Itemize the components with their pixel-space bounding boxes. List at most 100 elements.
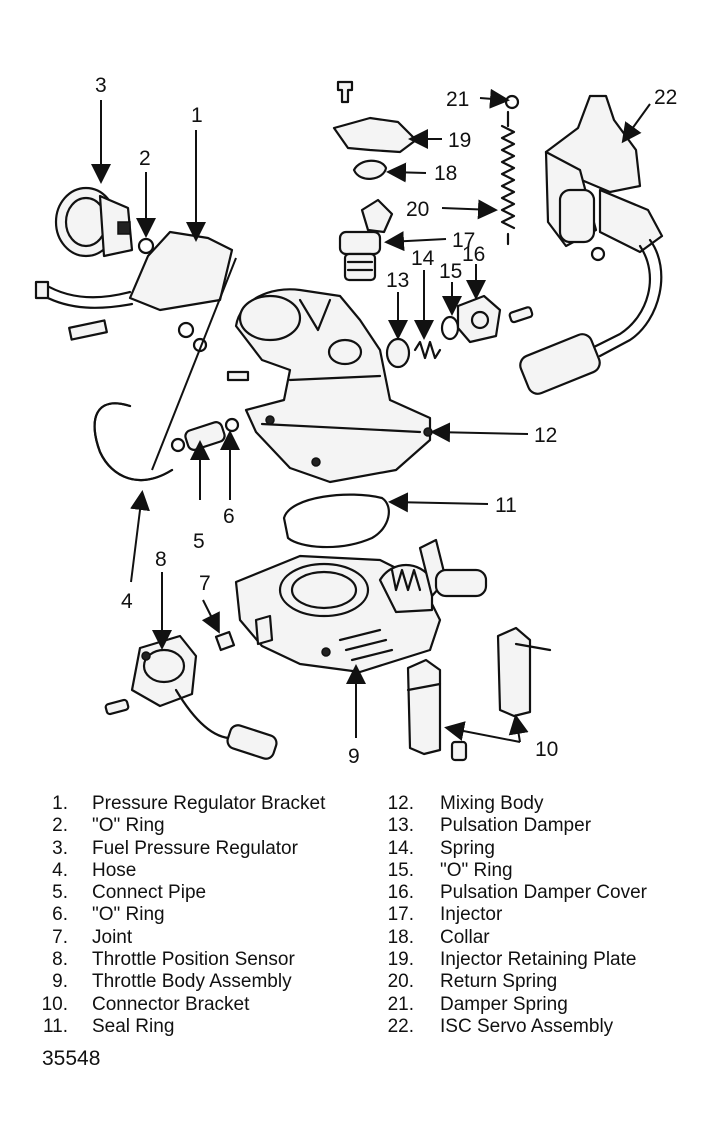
throttle-position-sensor (104, 634, 278, 760)
legend-number: 21. (387, 993, 414, 1015)
legend-label: Pulsation Damper (440, 815, 592, 837)
legend-number: 4. (52, 859, 68, 881)
callout-16: 16 (462, 243, 485, 266)
legend-label: Damper Spring (440, 993, 568, 1015)
legend-label: "O" Ring (92, 815, 165, 837)
mixing-body (226, 288, 433, 484)
legend-number: 1. (52, 793, 68, 814)
legend-item: 6. "O" Ring (30, 904, 380, 926)
legend-item: 22. ISC Servo Assembly (380, 1016, 710, 1038)
isc-servo-assembly (519, 94, 664, 395)
legend-number: 6. (52, 904, 68, 926)
spring-14 (413, 340, 442, 360)
legend-right-column: 12.Mixing Body 13. Pulsation Damper 14. Sp… (380, 793, 710, 1038)
exploded-view-diagram: 1 2 3 4 5 6 7 8 9 10 11 12 13 14 15 16 1… (34, 74, 677, 768)
callout-labels: 1 2 3 4 5 6 7 8 9 10 11 12 13 14 15 16 1… (95, 74, 677, 768)
legend-number: 3. (52, 837, 68, 859)
legend-number: 18. (387, 926, 414, 948)
legend-number: 20. (387, 971, 414, 993)
legend-item: 7. Joint (30, 927, 380, 949)
o-ring-2 (137, 237, 155, 255)
pulsation-damper-cover (456, 294, 534, 344)
o-ring-15 (440, 315, 460, 341)
legend-label: Injector Retaining Plate (440, 949, 637, 971)
legend-number: 10. (41, 993, 68, 1015)
legend-item: 20. Return Spring (380, 971, 710, 993)
callout-14: 14 (411, 247, 435, 270)
callout-15: 15 (439, 260, 462, 283)
callout-1: 1 (191, 104, 203, 127)
callout-20: 20 (406, 198, 429, 221)
legend-number: 8. (52, 949, 68, 971)
figure-id: 35548 (42, 1047, 101, 1070)
fuel-pressure-regulator (54, 186, 134, 258)
legend-label: Spring (440, 837, 495, 859)
legend-item: 9. Throttle Body Assembly (30, 971, 380, 993)
legend-label: Joint (92, 926, 133, 948)
pulsation-damper (385, 337, 411, 369)
legend-label: Pressure Regulator Bracket (92, 793, 326, 814)
legend-item: 10. Connector Bracket (30, 994, 380, 1016)
legend-label: Injector (440, 904, 503, 926)
legend-number: 19. (387, 949, 414, 971)
callout-10: 10 (535, 738, 558, 761)
legend-label: "O" Ring (440, 859, 513, 881)
legend-label: Return Spring (440, 971, 558, 993)
callout-13: 13 (386, 269, 409, 292)
callout-8: 8 (155, 548, 167, 571)
pressure-regulator-bracket (34, 230, 234, 353)
legend-item: 19. Injector Retaining Plate (380, 949, 710, 971)
legend-number: 9. (52, 971, 68, 993)
legend-label: Throttle Body Assembly (92, 971, 292, 993)
legend-item: 12.Mixing Body (380, 793, 710, 815)
legend-number: 13. (387, 815, 414, 837)
legend-left-column: 1.Pressure Regulator Bracket 2."O" Ring … (30, 793, 380, 1038)
return-spring (500, 124, 516, 230)
legend-item: 3. Fuel Pressure Regulator (30, 838, 380, 860)
legend-number: 22. (387, 1015, 414, 1037)
callout-19: 19 (448, 129, 471, 152)
legend-number: 14. (387, 837, 414, 859)
legend-label: Connector Bracket (92, 993, 250, 1015)
callout-6: 6 (223, 505, 235, 528)
legend-label: Hose (92, 859, 137, 881)
legend-item: 16.Pulsation Damper Cover (380, 882, 710, 904)
legend-item: 18.Collar (380, 927, 710, 949)
callout-4: 4 (121, 590, 133, 613)
legend-number: 7. (52, 926, 68, 948)
leader-lines (91, 88, 651, 743)
collar (352, 159, 388, 180)
legend-number: 11. (42, 1015, 68, 1037)
legend-item: 11. Seal Ring (30, 1016, 380, 1038)
callout-22: 22 (654, 86, 677, 109)
legend-item: 15. "O" Ring (380, 860, 710, 882)
joint (214, 630, 236, 652)
legend-item: 13. Pulsation Damper (380, 815, 710, 837)
legend-number: 2. (52, 815, 68, 837)
legend-label: Pulsation Damper Cover (440, 882, 647, 904)
legend-label: "O" Ring (92, 904, 165, 926)
legend-number: 15. (387, 859, 414, 881)
throttle-body-assembly (234, 538, 488, 674)
legend-label: Seal Ring (92, 1015, 175, 1037)
injector (338, 198, 394, 282)
legend-item: 8. Throttle Position Sensor (30, 949, 380, 971)
legend-item: 1. Pressure Regulator Bracket (30, 793, 380, 815)
callout-7: 7 (199, 572, 211, 595)
connector-bracket (406, 626, 552, 762)
callout-18: 18 (434, 162, 457, 185)
legend-label: Throttle Position Sensor (92, 949, 295, 971)
connect-pipe (170, 417, 240, 453)
callout-5: 5 (193, 530, 205, 553)
legend-label: Fuel Pressure Regulator (92, 837, 298, 859)
legend-item: 2. "O" Ring (30, 815, 380, 837)
injector-retaining-plate (332, 116, 418, 154)
callout-11: 11 (495, 494, 517, 517)
legend-label: ISC Servo Assembly (440, 1015, 614, 1037)
damper-spring (504, 94, 520, 110)
legend-number: 12. (387, 793, 414, 814)
legend-item: 4. Hose (30, 860, 380, 882)
legend-item: 17. Injector (380, 904, 710, 926)
legend-number: 17. (387, 904, 414, 926)
legend-item: 14. Spring (380, 838, 710, 860)
